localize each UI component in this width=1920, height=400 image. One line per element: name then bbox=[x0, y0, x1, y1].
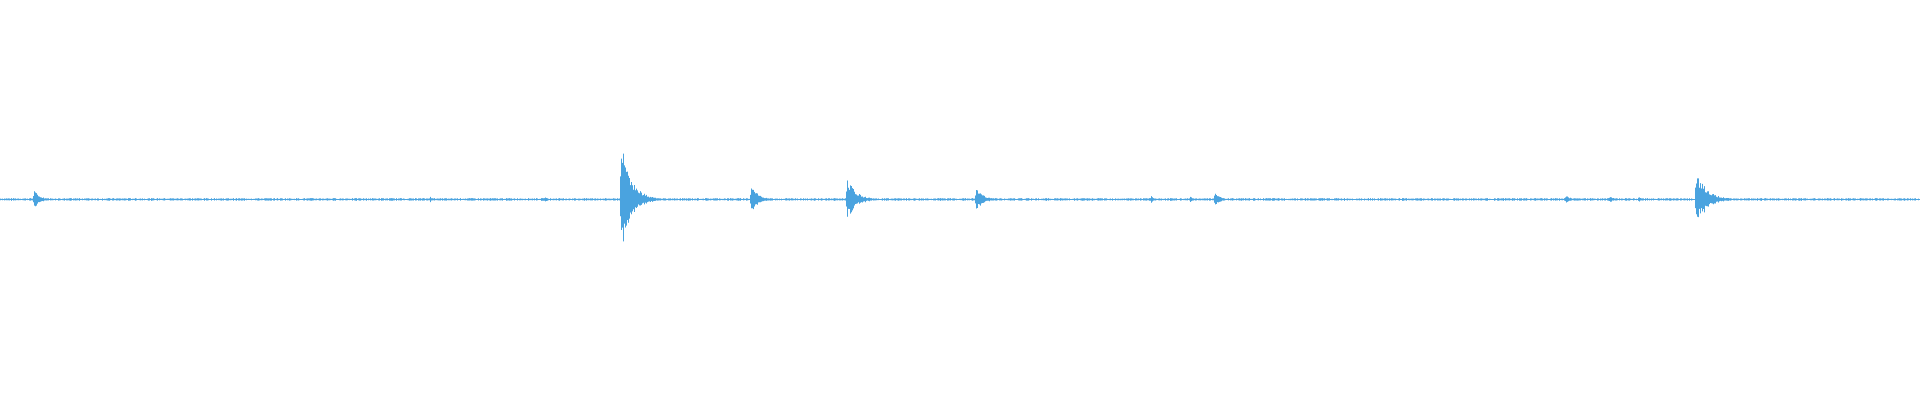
waveform-trace bbox=[0, 153, 1920, 242]
